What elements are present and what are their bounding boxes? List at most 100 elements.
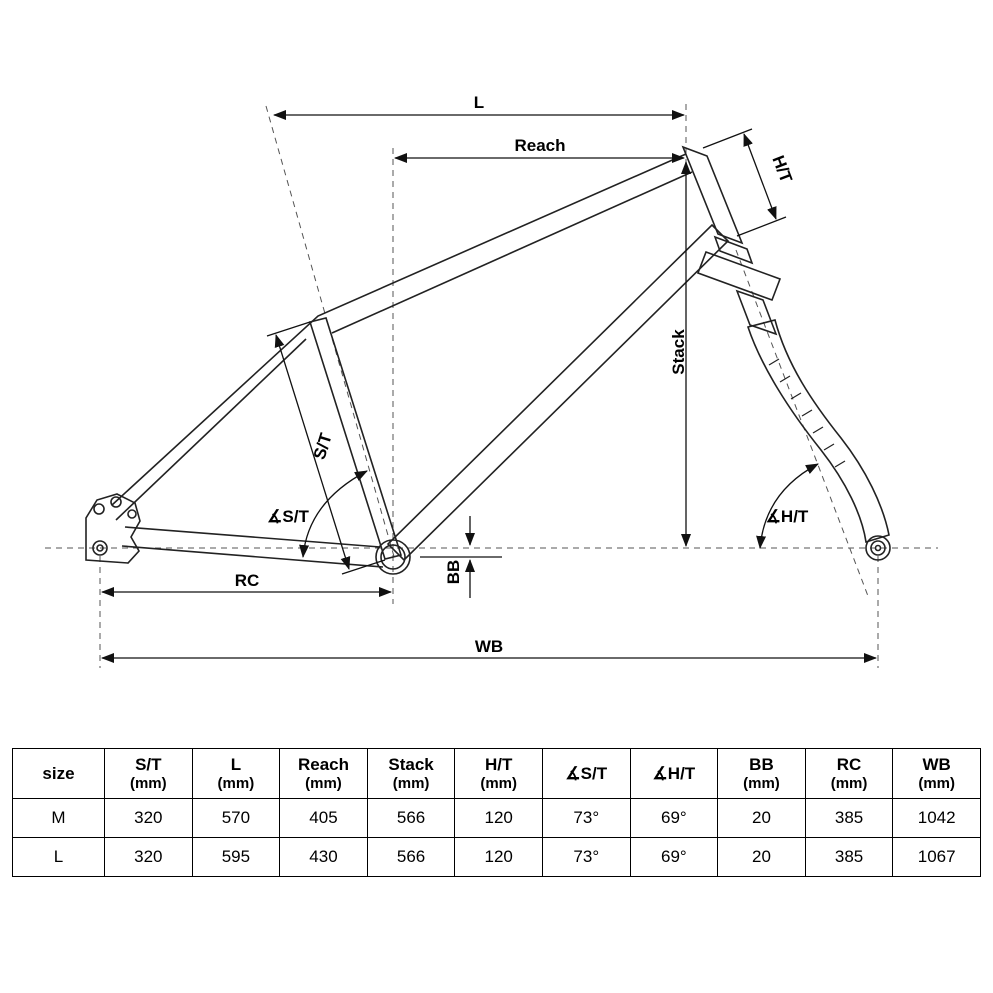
table-row-size-m: M 320 570 405 566 120 73° 69° 20 385 104…	[12, 798, 981, 838]
header-unit: (mm)	[480, 774, 517, 792]
bike-frame	[85, 145, 744, 575]
rear-dropout	[85, 493, 141, 564]
header-label: size	[42, 763, 75, 783]
header-label: BB	[749, 754, 774, 774]
label-wb: WB	[475, 637, 503, 656]
header-unit: (mm)	[217, 774, 255, 792]
cell-wb: 1067	[892, 837, 981, 877]
label-st: S/T	[310, 430, 336, 461]
label-stack: Stack	[669, 329, 688, 375]
label-angle-st: ∡S/T	[267, 507, 309, 526]
header-unit: (mm)	[743, 774, 780, 792]
col-header-reach: Reach (mm)	[279, 748, 368, 799]
bb-shell-inner	[380, 544, 406, 570]
chainstay-lower	[121, 545, 384, 568]
label-ht: H/T	[768, 153, 796, 186]
cell-l: 570	[191, 798, 281, 838]
col-header-ht: H/T (mm)	[454, 748, 543, 799]
label-angle-ht: ∡H/T	[766, 507, 809, 526]
cell-rc: 385	[804, 798, 894, 838]
geometry-table: size S/T (mm) L (mm) Reach (mm) Stack	[12, 748, 981, 877]
cell-bb: 20	[717, 798, 806, 838]
fork-hash-marks	[768, 358, 846, 468]
fork-crown	[696, 250, 782, 302]
cell-stack: 566	[366, 837, 456, 877]
table-row-size-l: L 320 595 430 566 120 73° 69° 20 385 106…	[12, 837, 981, 877]
header-label: WB	[922, 754, 951, 774]
fork-lower-leg	[746, 319, 890, 544]
header-unit: (mm)	[392, 774, 430, 792]
cell-ht: 120	[454, 837, 543, 877]
tick-ht-top	[702, 128, 753, 149]
fork-stanchion	[735, 289, 778, 336]
col-header-rc: RC (mm)	[804, 748, 894, 799]
fork-spacer	[713, 235, 754, 265]
col-header-size: size	[12, 748, 105, 799]
col-header-angle-ht: ∡H/T	[629, 748, 719, 799]
tick-st-bottom	[341, 559, 386, 575]
tick-ht-bottom	[736, 216, 787, 237]
head-tube	[681, 145, 744, 245]
cell-angle-ht: 69°	[629, 798, 719, 838]
top-tube-lower	[331, 171, 693, 334]
col-header-wb: WB (mm)	[892, 748, 981, 799]
brake-mount-bolt-1	[93, 503, 105, 515]
top-tube-seatstay-upper	[111, 153, 687, 506]
header-label: Stack	[388, 754, 434, 774]
dim-angle-ht-arc	[756, 463, 819, 549]
front-axle-outer	[865, 535, 891, 561]
col-header-angle-st: ∡S/T	[541, 748, 631, 799]
cell-l: 595	[191, 837, 281, 877]
cell-ht: 120	[454, 798, 543, 838]
front-axle-mid	[870, 540, 886, 556]
cell-size: M	[12, 798, 105, 838]
brake-mount-bolt-2	[110, 496, 122, 508]
dimension-lines	[101, 110, 877, 663]
cell-reach: 430	[279, 837, 368, 877]
cell-bb: 20	[717, 837, 806, 877]
frame-geometry-diagram: L Reach H/T Stack S/T ∡S/T ∡H/T BB RC WB	[45, 93, 938, 668]
front-axle-inner	[874, 544, 882, 552]
dim-angle-st-arc	[299, 470, 368, 558]
cell-angle-st: 73°	[541, 798, 631, 838]
label-rc: RC	[235, 571, 260, 590]
label-bb: BB	[444, 560, 463, 585]
brake-mount-bolt-3	[127, 509, 137, 519]
header-label: RC	[836, 754, 862, 774]
table-header-row: size S/T (mm) L (mm) Reach (mm) Stack	[12, 748, 981, 799]
header-label: S/T	[135, 754, 162, 774]
seatstay-lower	[115, 338, 307, 521]
cell-rc: 385	[804, 837, 894, 877]
header-label: Reach	[297, 754, 349, 774]
rear-axle-outer	[92, 540, 108, 556]
label-reach: Reach	[514, 136, 565, 155]
col-header-l: L (mm)	[191, 748, 281, 799]
cell-angle-st: 73°	[541, 837, 631, 877]
cell-st: 320	[104, 798, 193, 838]
dim-ht	[743, 133, 777, 220]
col-header-bb: BB (mm)	[717, 748, 806, 799]
cell-reach: 405	[279, 798, 368, 838]
cell-angle-ht: 69°	[629, 837, 719, 877]
tick-st-top	[266, 321, 311, 337]
fork	[696, 235, 891, 561]
label-l: L	[474, 93, 484, 112]
down-tube	[386, 223, 730, 562]
dimension-labels: L Reach H/T Stack S/T ∡S/T ∡H/T BB RC WB	[235, 93, 809, 656]
header-unit: (mm)	[129, 774, 167, 792]
col-header-stack: Stack (mm)	[366, 748, 456, 799]
cell-size: L	[12, 837, 105, 877]
header-label: H/T	[484, 754, 513, 774]
cell-st: 320	[104, 837, 193, 877]
header-label: ∡H/T	[652, 763, 696, 783]
header-unit: (mm)	[918, 774, 955, 792]
col-header-st: S/T (mm)	[104, 748, 193, 799]
header-label: L	[230, 754, 242, 774]
header-unit: (mm)	[305, 774, 342, 792]
cell-stack: 566	[366, 798, 456, 838]
header-unit: (mm)	[830, 774, 868, 792]
header-label: ∡S/T	[565, 763, 608, 783]
cell-wb: 1042	[892, 798, 981, 838]
rear-axle-inner	[96, 544, 104, 552]
